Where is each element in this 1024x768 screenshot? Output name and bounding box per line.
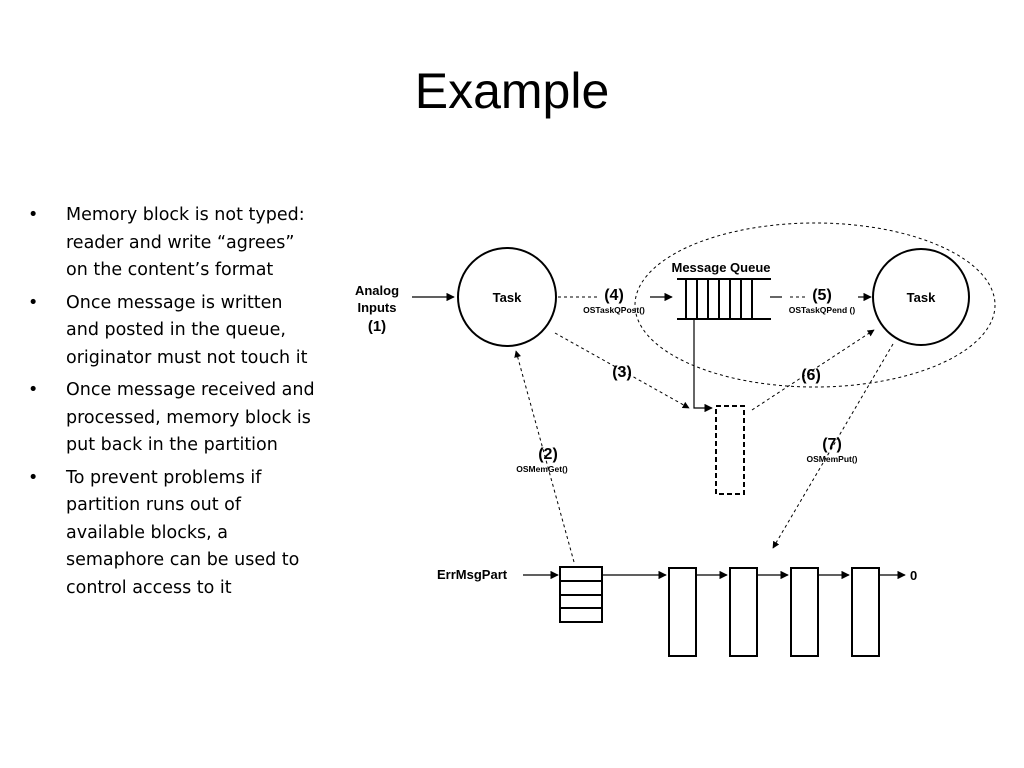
step-7-call: OSMemPut() xyxy=(807,454,858,464)
task-right-circle xyxy=(872,248,970,346)
bullet-list: • Memory block is not typed: reader and w… xyxy=(26,202,316,607)
step-2-call: OSMemGet() xyxy=(516,464,568,474)
bullet-text: Memory block is not typed: reader and wr… xyxy=(66,205,305,280)
step-6-arrow xyxy=(751,329,875,411)
bullet-item: • To prevent problems if partition runs o… xyxy=(26,465,316,603)
task-left-circle xyxy=(457,247,557,347)
bullet-dot: • xyxy=(28,467,39,488)
bullet-item: • Once message received and processed, me… xyxy=(26,377,316,460)
task-left-label: Task xyxy=(493,290,522,305)
step-4-label: (4) xyxy=(604,287,624,304)
bullet-item: • Memory block is not typed: reader and w… xyxy=(26,202,316,285)
step-5-label: (5) xyxy=(812,287,832,304)
bullet-text: Once message is written and posted in th… xyxy=(66,292,308,368)
step-2-label: (2) xyxy=(538,446,558,463)
slide-title: Example xyxy=(414,63,610,119)
bullet-item: • Once message is written and posted in t… xyxy=(26,290,316,373)
step-3-label: (3) xyxy=(612,364,632,381)
bullet-dot: • xyxy=(28,292,39,313)
partition-label: ErrMsgPart xyxy=(437,567,508,582)
task-right-label: Task xyxy=(907,290,936,305)
bullet-dot: • xyxy=(28,205,39,225)
analog-inputs-label: Inputs xyxy=(358,300,397,315)
message-queue-label: Message Queue xyxy=(672,260,771,275)
message-queue xyxy=(677,278,771,320)
analog-inputs-label: Analog xyxy=(355,283,399,298)
step-3-arrow xyxy=(554,332,690,409)
step-6-label: (6) xyxy=(801,367,821,384)
free-list-end-label: 0 xyxy=(910,568,917,583)
free-block xyxy=(851,567,880,657)
step-2-arrow xyxy=(514,350,575,563)
queue-to-block-line xyxy=(693,319,713,413)
bullet-text: To prevent problems if partition runs ou… xyxy=(66,467,300,598)
step-7-label: (7) xyxy=(822,436,842,453)
bullet-dot: • xyxy=(28,380,39,400)
free-block xyxy=(668,567,697,657)
free-block xyxy=(790,567,819,657)
step-4-call: OSTaskQPost() xyxy=(583,305,645,315)
free-list-head xyxy=(559,566,603,623)
step-1-label: (1) xyxy=(368,318,386,335)
free-block xyxy=(729,567,758,657)
bullet-text: Once message received and processed, mem… xyxy=(66,380,315,455)
memory-block xyxy=(715,405,745,495)
task-group-ellipse xyxy=(634,222,996,388)
step-5-call: OSTaskQPend () xyxy=(789,305,856,315)
